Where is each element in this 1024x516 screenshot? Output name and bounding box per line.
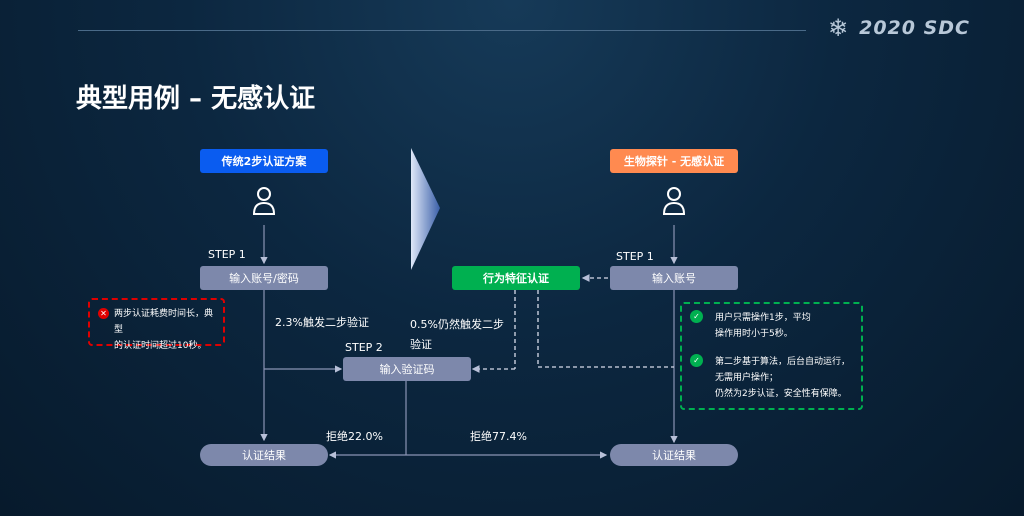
user-icon [252, 187, 276, 215]
sdc-logo: ❄2020 SDC [828, 14, 971, 42]
input-account-box: 输入账号 [610, 266, 738, 290]
note-item: ✓第二步基于算法，后台自动运行，无需用户操作；仍然为2步认证，安全性有保障。 [690, 354, 853, 402]
step1-label: STEP 1 [208, 248, 246, 261]
error-icon: ✕ [98, 308, 109, 319]
biometric-notes: ✓用户只需操作1步，平均操作用时小于5秒。 ✓第二步基于算法，后台自动运行，无需… [680, 302, 863, 410]
input-account-password-box: 输入账号/密码 [200, 266, 328, 290]
auth-result-pill: 认证结果 [610, 444, 738, 466]
transition-arrow [411, 148, 440, 270]
traditional-2step-tag: 传统2步认证方案 [200, 149, 328, 173]
reject-rate-label: 拒绝22.0% [326, 430, 383, 443]
input-code-box: 输入验证码 [343, 357, 471, 381]
trigger-rate-label: 0.5%仍然触发二步验证 [410, 318, 504, 351]
biometric-probe-tag: 生物探针 - 无感认证 [610, 149, 738, 173]
note-item: ✓用户只需操作1步，平均操作用时小于5秒。 [690, 310, 853, 342]
check-icon: ✓ [690, 310, 703, 323]
page-title: 典型用例 – 无感认证 [76, 84, 316, 114]
user-icon [662, 187, 686, 215]
reject-rate-label: 拒绝77.4% [470, 430, 527, 443]
step2-label: STEP 2 [345, 341, 383, 354]
behavior-auth-box: 行为特征认证 [452, 266, 580, 290]
snowflake-icon: ❄ [828, 14, 850, 42]
traditional-note: ✕ 两步认证耗费时间长，典型的认证时间超过10秒。 [88, 298, 225, 351]
auth-result-pill: 认证结果 [200, 444, 328, 466]
step1-label: STEP 1 [616, 250, 654, 263]
check-icon: ✓ [690, 354, 703, 367]
trigger-rate-label: 2.3%触发二步验证 [275, 316, 369, 329]
header-divider [78, 30, 806, 31]
